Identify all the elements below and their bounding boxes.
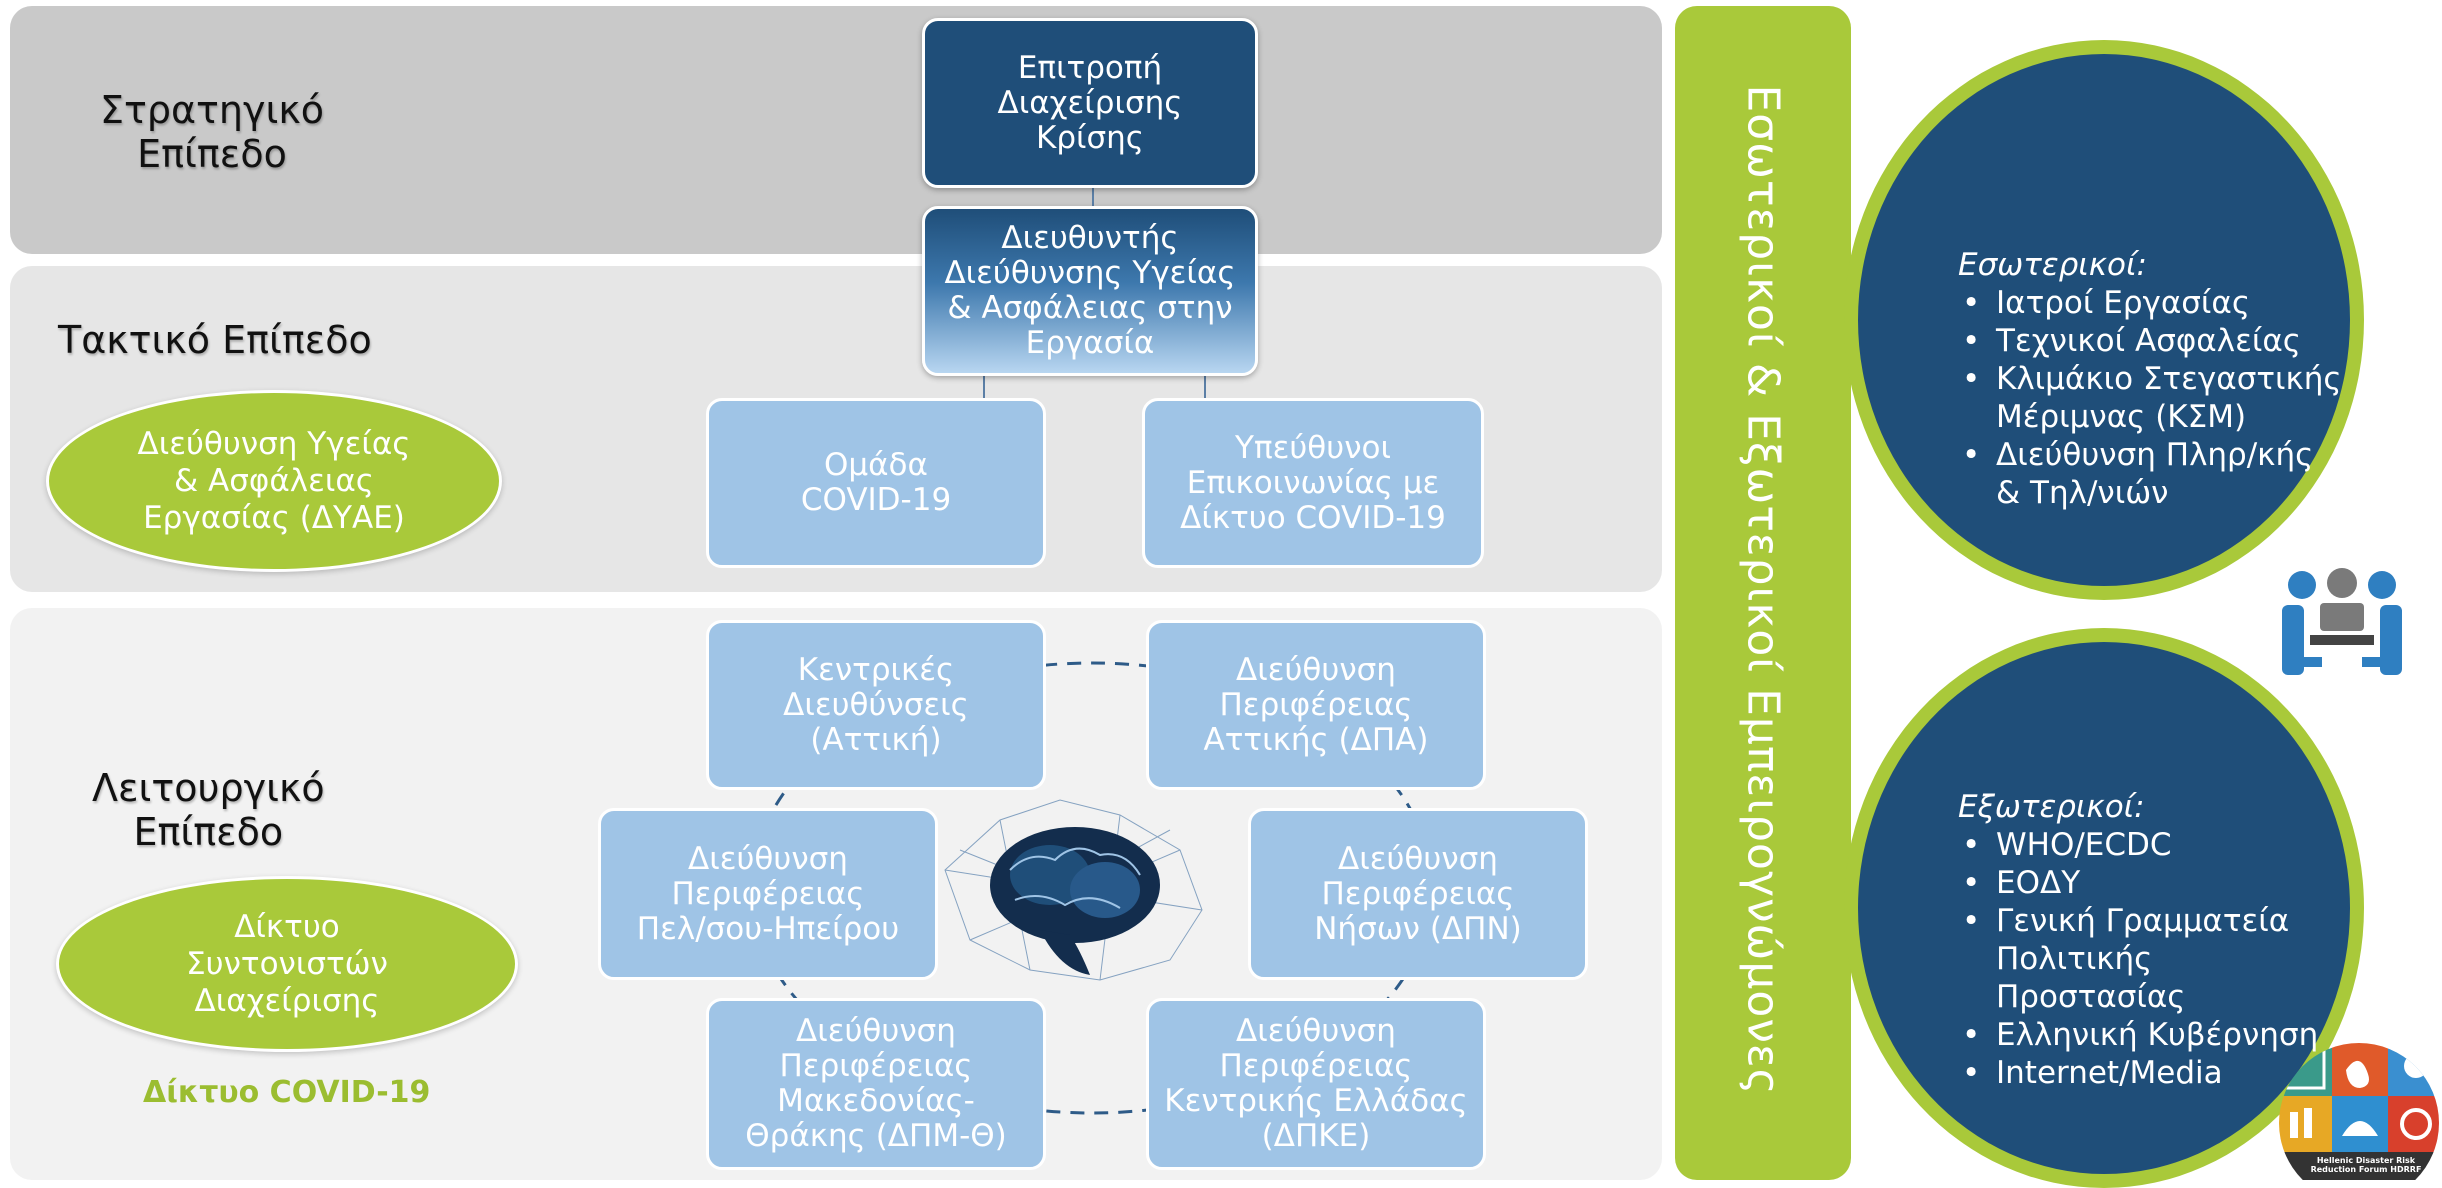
strategic-band — [10, 6, 1662, 254]
list-item: Ιατροί Εργασίας — [1958, 284, 2342, 322]
strategic-level-title: Στρατηγικό Επίπεδο — [100, 88, 325, 176]
network-caption: Δίκτυο COVID-19 — [143, 1075, 431, 1110]
comm-leads-box: Υπεύθυνοι Επικοινωνίας με Δίκτυο COVID-1… — [1142, 398, 1484, 568]
covid-team-box: Ομάδα COVID-19 — [706, 398, 1046, 568]
connector-committee-director — [1092, 186, 1094, 212]
internal-list: Ιατροί Εργασίας Τεχνικοί Ασφαλείας Κλιμά… — [1958, 284, 2342, 512]
dyae-ellipse: Διεύθυνση Υγείας & Ασφάλειας Εργασίας (Δ… — [46, 390, 502, 572]
director-box: Διευθυντής Διεύθυνσης Υγείας & Ασφάλειας… — [922, 206, 1258, 376]
connector-director-team — [983, 374, 985, 398]
list-item: Τεχνικοί Ασφαλείας — [1958, 322, 2342, 360]
internal-experts-circle: Εσωτερικοί: Ιατροί Εργασίας Τεχνικοί Ασφ… — [1844, 40, 2364, 600]
brain-network-icon — [944, 799, 1203, 981]
central-greece-box: Διεύθυνση Περιφέρειας Κεντρικής Ελλάδας … — [1146, 998, 1486, 1170]
peloponnese-box: Διεύθυνση Περιφέρειας Πελ/σου-Ηπείρου — [598, 808, 938, 980]
coordinators-ellipse: Δίκτυο Συντονιστών Διαχείρισης — [56, 876, 518, 1052]
meeting-icon — [2282, 568, 2402, 675]
list-item: Internet/Media — [1958, 1054, 2350, 1092]
external-heading: Εξωτερικοί: — [1958, 789, 2145, 825]
islands-box: Διεύθυνση Περιφέρειας Νήσων (ΔΠΝ) — [1248, 808, 1588, 980]
external-list: WHO/ECDC ΕΟΔΥ Γενική Γραμματεία Πολιτική… — [1958, 826, 2350, 1092]
attica-box: Διεύθυνση Περιφέρειας Αττικής (ΔΠΑ) — [1146, 620, 1486, 790]
list-item: ΕΟΔΥ — [1958, 864, 2350, 902]
experts-bar-label: Εσωτερικοί & Εξωτερικοί Εμπειρογνώμονες — [1737, 84, 1789, 1096]
macedonia-box: Διεύθυνση Περιφέρειας Μακεδονίας- Θράκης… — [706, 998, 1046, 1170]
hdrrf-logo — [2279, 1043, 2439, 1180]
list-item: Διεύθυνση Πληρ/κής & Τηλ/νιών — [1958, 436, 2342, 512]
crisis-committee-box: Επιτροπή Διαχείρισης Κρίσης — [922, 18, 1258, 188]
connector-director-comm — [1204, 374, 1206, 398]
list-item: WHO/ECDC — [1958, 826, 2350, 864]
list-item: Κλιμάκιο Στεγαστικής Μέριμνας (ΚΣΜ) — [1958, 360, 2342, 436]
internal-heading: Εσωτερικοί: — [1958, 247, 2147, 283]
operational-level-title: Λειτουργικό Επίπεδο — [92, 766, 325, 854]
tactical-level-title: Τακτικό Επίπεδο — [58, 318, 372, 362]
list-item: Γενική Γραμματεία Πολιτικής Προστασίας — [1958, 902, 2350, 1016]
experts-bar — [1675, 6, 1851, 1180]
hdrrf-logo-text: Hellenic Disaster Risk Reduction Forum H… — [2310, 1156, 2422, 1174]
list-item: Ελληνική Κυβέρνηση — [1958, 1016, 2350, 1054]
central-directorates-box: Κεντρικές Διευθύνσεις (Αττική) — [706, 620, 1046, 790]
